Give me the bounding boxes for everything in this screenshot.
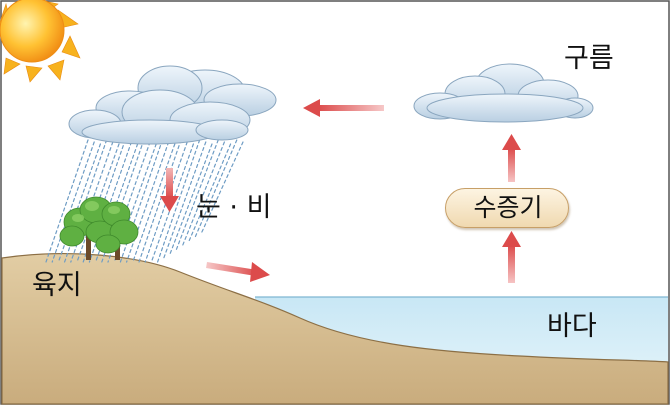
rain-streak (194, 139, 238, 239)
rain-streak (163, 141, 207, 259)
label-cloud: 구름 (564, 43, 614, 74)
rain-streak (107, 141, 151, 263)
rain-streak (45, 139, 89, 263)
arrow-runoff (206, 262, 270, 282)
label-land: 육지 (32, 270, 82, 301)
sun-icon (0, 0, 81, 83)
cloud-icon (68, 65, 277, 145)
rain-streak (125, 141, 170, 263)
label-precipitation: 눈 · 비 (196, 192, 272, 223)
rain-streak (175, 139, 219, 251)
arrow-cloud-to-cloud (303, 99, 384, 117)
label-sea: 바다 (547, 311, 597, 342)
rain-streak (51, 141, 95, 263)
rain-streak (181, 141, 225, 247)
rain-streak (188, 143, 232, 243)
rain-streak (169, 143, 213, 255)
tree-icon (59, 196, 139, 260)
arrow-vapor-up-upper (502, 134, 521, 182)
rain-streak (200, 141, 244, 235)
arrow-precipitation-down (160, 168, 179, 212)
arrow-vapor-up-lower (502, 231, 521, 283)
cloud-icon (413, 63, 594, 123)
label-vapor: 수증기 (473, 193, 543, 222)
rain-streak (88, 141, 132, 263)
rain-streak (157, 139, 201, 263)
rain-streak (132, 143, 176, 263)
vapor-badge: 수증기 (445, 188, 569, 228)
rain-streak (138, 139, 182, 263)
